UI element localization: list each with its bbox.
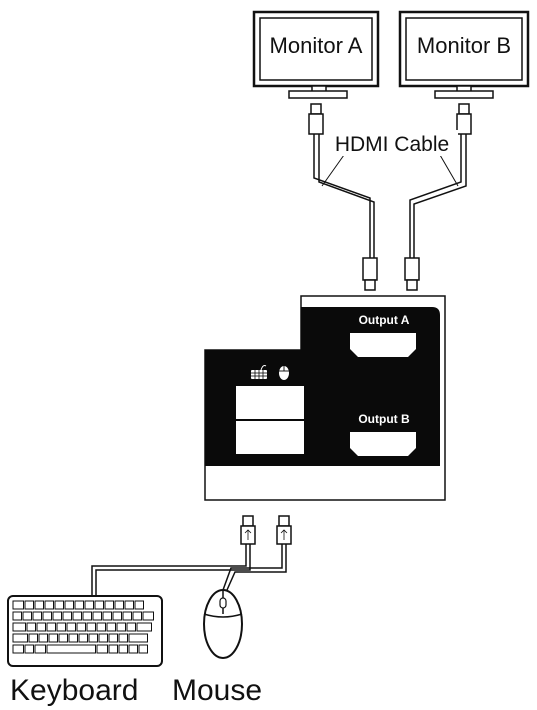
- output-a-label: Output A: [359, 313, 410, 327]
- keyboard-key: [54, 600, 64, 610]
- mouse-label: Mouse: [172, 674, 262, 707]
- keyboard-key: [24, 600, 34, 610]
- mouse-icon: [279, 366, 289, 380]
- keyboard-key: [94, 600, 104, 610]
- keyboard-icon: [251, 365, 267, 379]
- keyboard-key: [122, 611, 132, 621]
- keyboard-key: [46, 622, 56, 632]
- keyboard-label: Keyboard: [10, 674, 138, 707]
- monitor-b-label: Monitor B: [417, 33, 511, 58]
- keyboard-key: [126, 622, 136, 632]
- keyboard-key: [92, 611, 102, 621]
- keyboard-key: [82, 611, 92, 621]
- output-b-label: Output B: [358, 412, 410, 426]
- monitor-a-label: Monitor A: [270, 33, 363, 58]
- keyboard-key: [118, 633, 128, 643]
- keyboard-key: [66, 622, 76, 632]
- hdmi-cable-b: [404, 103, 472, 291]
- keyboard-key: [124, 600, 134, 610]
- keyboard-key: [86, 622, 96, 632]
- keyboard-key: [96, 622, 106, 632]
- keyboard-key: [134, 600, 144, 610]
- hdmi-output-a-port: Output A: [350, 313, 416, 357]
- keyboard-key: [12, 644, 24, 654]
- kvm-switch: Output A Output B: [204, 295, 446, 501]
- keyboard-key: [108, 644, 118, 654]
- keyboard-key: [138, 644, 148, 654]
- keyboard-key: [98, 633, 108, 643]
- keyboard-key: [112, 611, 122, 621]
- keyboard-key: [46, 644, 96, 654]
- keyboard-key: [84, 600, 94, 610]
- hdmi-cable-a: [308, 103, 378, 291]
- keyboard-key: [118, 644, 128, 654]
- keyboard-key: [28, 633, 38, 643]
- usb-connector-icon: [244, 529, 288, 540]
- keyboard: [7, 595, 163, 667]
- keyboard-key: [132, 611, 142, 621]
- keyboard-key: [34, 644, 46, 654]
- keyboard-key: [128, 633, 148, 643]
- keyboard-key: [24, 644, 34, 654]
- keyboard-key: [12, 622, 26, 632]
- keyboard-key: [12, 600, 24, 610]
- keyboard-key: [78, 633, 88, 643]
- keyboard-key: [72, 611, 82, 621]
- usb-cable-mouse: [222, 515, 292, 591]
- keyboard-key: [38, 633, 48, 643]
- keyboard-key: [62, 611, 72, 621]
- keyboard-key: [32, 611, 42, 621]
- keyboard-key: [48, 633, 58, 643]
- mouse: [203, 589, 243, 659]
- keyboard-key: [52, 611, 62, 621]
- keyboard-key: [12, 611, 22, 621]
- keyboard-key: [44, 600, 54, 610]
- hdmi-output-b-port: Output B: [350, 412, 416, 456]
- keyboard-key: [136, 622, 152, 632]
- keyboard-key: [116, 622, 126, 632]
- keyboard-key: [56, 622, 66, 632]
- keyboard-key: [68, 633, 78, 643]
- usb-cable-keyboard: [91, 515, 256, 596]
- keyboard-key: [34, 600, 44, 610]
- keyboard-key: [102, 611, 112, 621]
- hdmi-cable-label: HDMI Cable: [335, 133, 449, 156]
- keyboard-key: [64, 600, 74, 610]
- keyboard-key: [22, 611, 32, 621]
- keyboard-key: [76, 622, 86, 632]
- keyboard-key: [26, 622, 36, 632]
- keyboard-key: [104, 600, 114, 610]
- keyboard-key: [88, 633, 98, 643]
- keyboard-key: [96, 644, 108, 654]
- keyboard-key: [74, 600, 84, 610]
- keyboard-key: [36, 622, 46, 632]
- keyboard-key: [58, 633, 68, 643]
- keyboard-key: [128, 644, 138, 654]
- keyboard-key: [108, 633, 118, 643]
- keyboard-key: [142, 611, 154, 621]
- keyboard-key: [42, 611, 52, 621]
- usb-ports: [236, 386, 304, 454]
- monitor-a: Monitor A: [252, 10, 380, 99]
- monitor-b: Monitor B: [398, 10, 530, 99]
- keyboard-key: [12, 633, 28, 643]
- keyboard-key: [114, 600, 124, 610]
- keyboard-key: [106, 622, 116, 632]
- hdmi-cable-callout: HDMI Cable: [321, 130, 459, 187]
